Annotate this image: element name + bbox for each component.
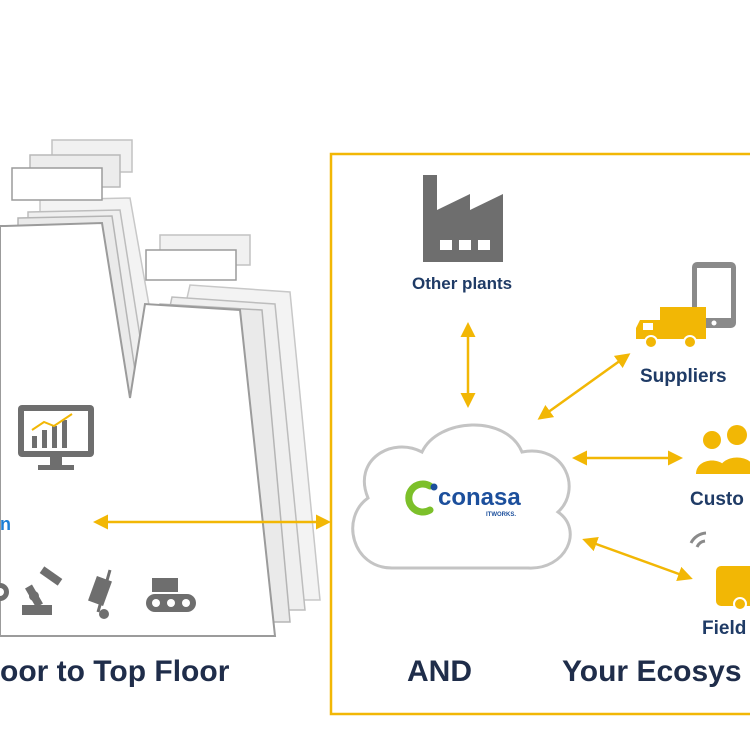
ecosystem-caption: Your Ecosys [562,655,742,688]
arrow-suppliers [537,353,631,420]
left-caption: oor to Top Floor [0,655,230,688]
suppliers-label: Suppliers [640,366,727,387]
cloud-shape [351,423,572,570]
conasa-logo-tagline: ITWORKS. [486,512,516,518]
customers-group-icon [696,425,750,474]
monitor-chart-icon [18,405,94,470]
conasa-logo-text: conasa [438,484,521,511]
truck-icon [636,307,706,349]
robot-arm-icon [22,566,63,615]
chimney-cap-front [11,167,103,201]
wifi-signal-icon [689,531,707,548]
and-caption: AND [407,655,472,688]
other-plants-label: Other plants [412,274,513,293]
hand-truck-icon [88,569,112,619]
conveyor-icon [146,578,196,612]
factory-main [0,221,277,637]
conasa-logo [405,480,438,516]
left-cut-label: n [0,514,11,534]
factory-stack [0,139,321,637]
gear-icon [0,583,9,601]
chimney-cap-right-front [145,249,237,281]
field-label: Field [702,618,747,639]
arrow-field [582,537,693,581]
factory-icon [423,175,503,262]
customers-label: Custo [690,489,744,510]
ecosystem-frame [329,152,750,716]
field-device-icon [716,566,750,611]
